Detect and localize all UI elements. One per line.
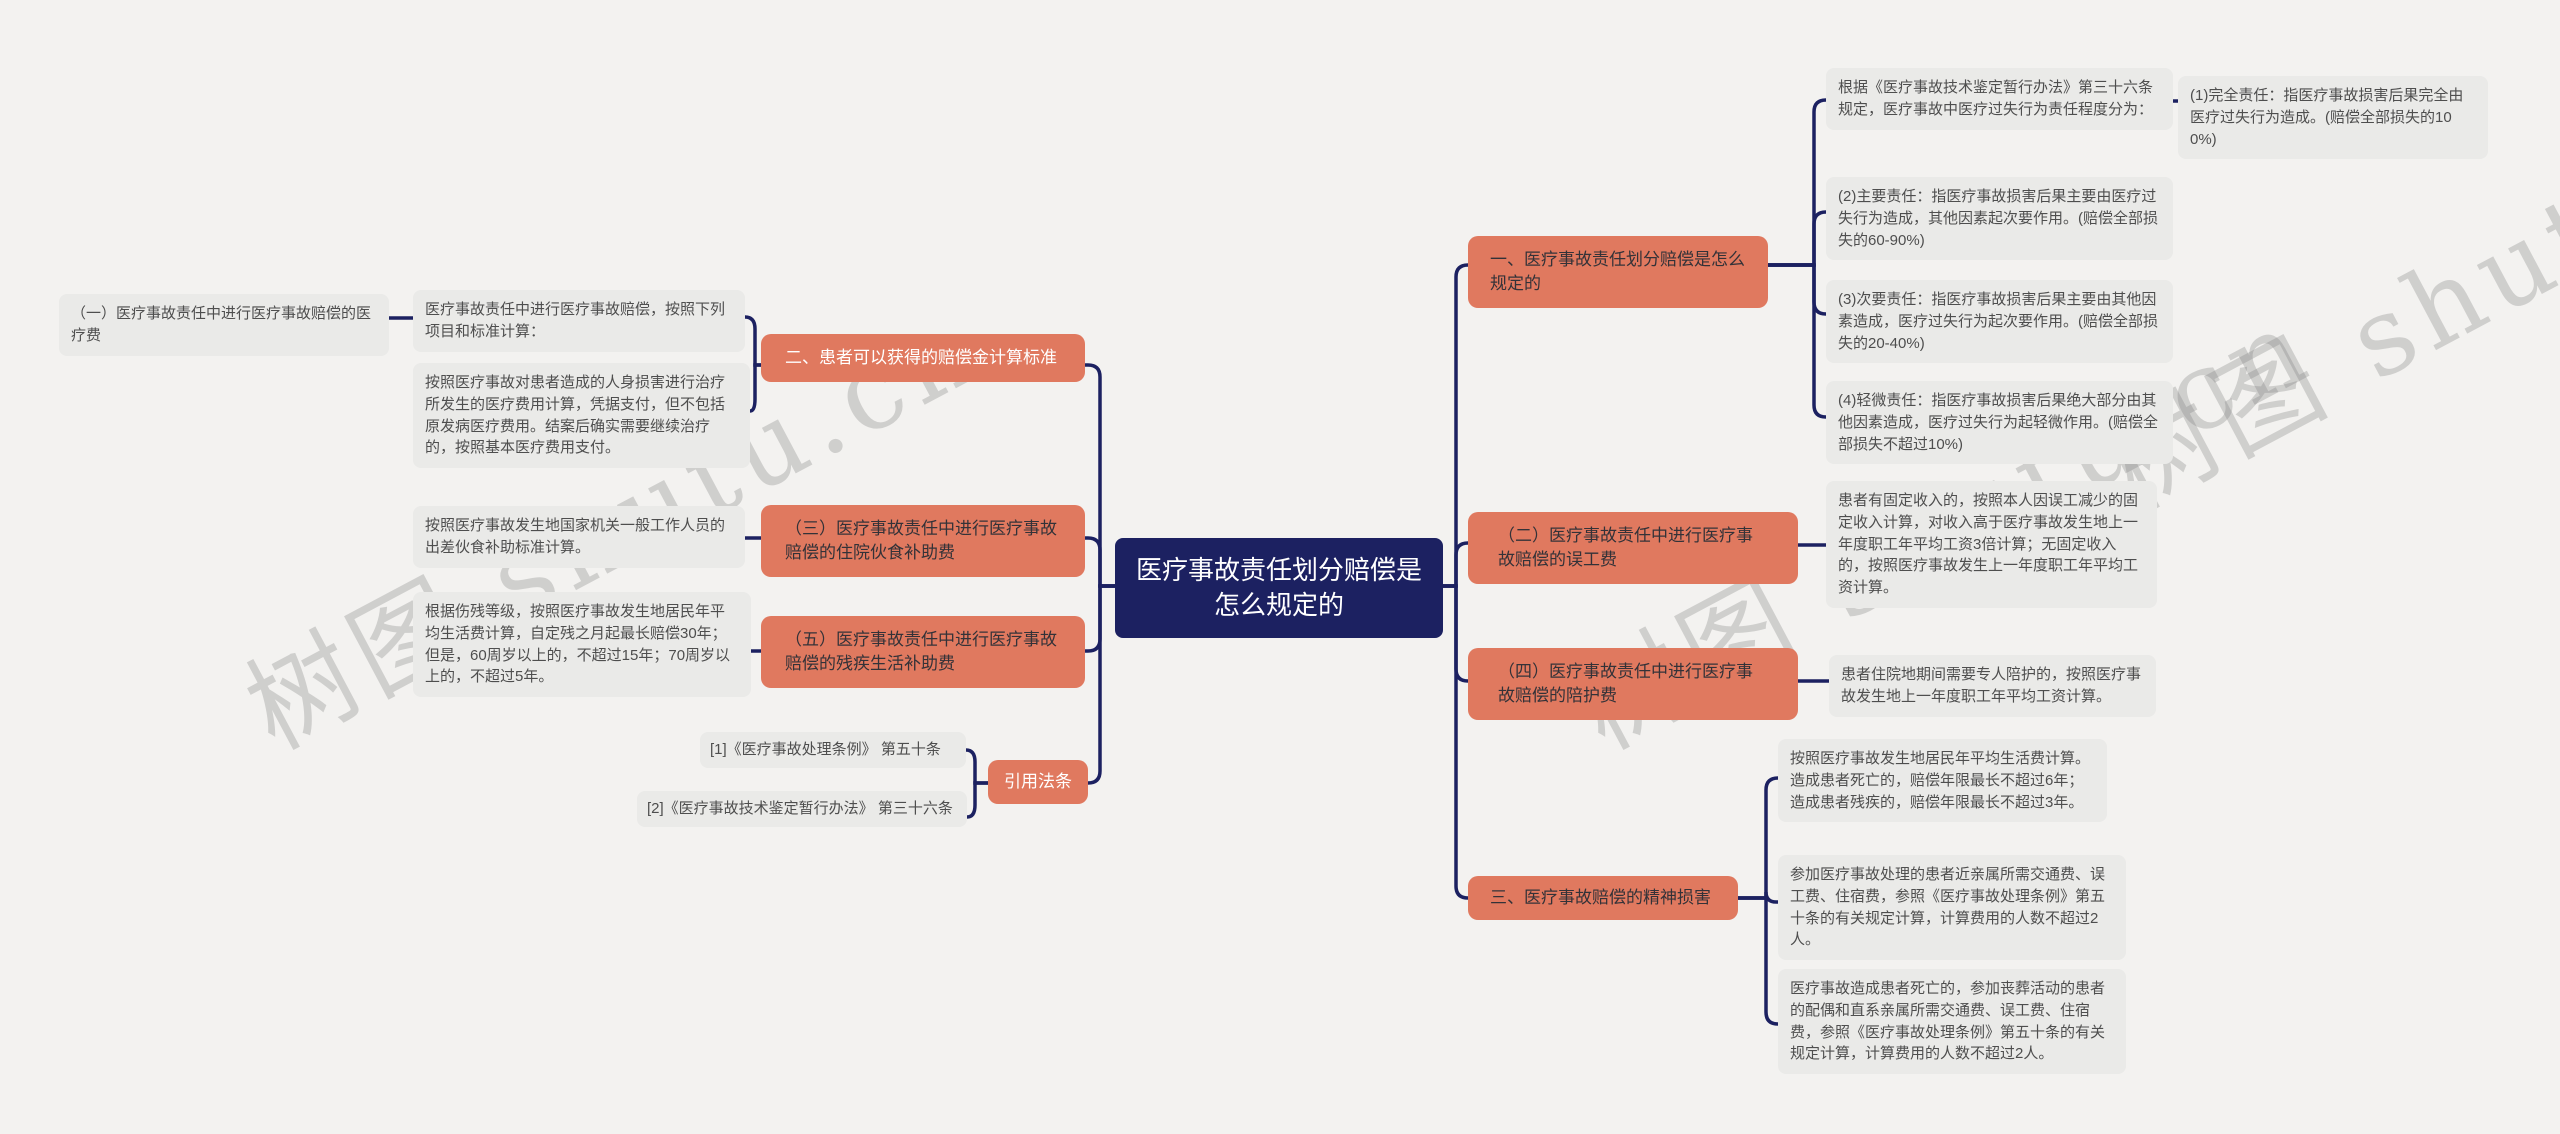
connector (1766, 263, 1828, 419)
node-calc-standard[interactable]: 二、患者可以获得的赔偿金计算标准 (761, 334, 1085, 382)
connector (743, 315, 763, 367)
node-meal-subsidy-desc[interactable]: 按照医疗事故发生地国家机关一般工作人员的出差伙食补助标准计算。 (413, 506, 745, 568)
node-duty-major[interactable]: (2)主要责任：指医疗事故损害后果主要由医疗过失行为造成，其他因素起次要作用。(… (1826, 177, 2173, 261)
node-nursing[interactable]: （四）医疗事故责任中进行医疗事故赔偿的陪护费 (1468, 648, 1798, 720)
connector (1736, 896, 1780, 1026)
node-duty-intro[interactable]: 根据《医疗事故技术鉴定暂行办法》第三十六条规定，医疗事故中医疗过失行为责任程度分… (1826, 68, 2173, 130)
connector (748, 363, 763, 413)
node-mental-desc-funeral[interactable]: 医疗事故造成患者死亡的，参加丧葬活动的患者的配偶和直系亲属所需交通费、误工费、住… (1778, 969, 2126, 1074)
node-duty-minor[interactable]: (4)轻微责任：指医疗事故损害后果绝大部分由其他因素造成，医疗过失行为起轻微作用… (1826, 381, 2173, 465)
connector (1766, 98, 1828, 267)
connector (1441, 584, 1470, 900)
node-nursing-desc[interactable]: 患者住院地期间需要专人陪护的，按照医疗事故发生地上一年度职工年平均工资计算。 (1829, 655, 2156, 717)
node-meal-subsidy[interactable]: （三）医疗事故责任中进行医疗事故赔偿的住院伙食补助费 (761, 505, 1085, 577)
connector (1736, 776, 1780, 900)
connector (964, 748, 990, 785)
node-disability[interactable]: （五）医疗事故责任中进行医疗事故赔偿的残疾生活补助费 (761, 616, 1085, 688)
node-disability-desc[interactable]: 根据伤残等级，按照医疗事故发生地居民年平均生活费计算，自定残之月起最长赔偿30年… (413, 592, 751, 697)
connector (1083, 584, 1117, 785)
node-lost-work[interactable]: （二）医疗事故责任中进行医疗事故赔偿的误工费 (1468, 512, 1798, 584)
node-law-1[interactable]: [1]《医疗事故处理条例》 第五十条 (700, 732, 966, 768)
node-medical-fee-desc[interactable]: 按照医疗事故对患者造成的人身损害进行治疗所发生的医疗费用计算，凭据支付，但不包括… (413, 363, 750, 468)
node-mental-desc-limit[interactable]: 按照医疗事故发生地居民年平均生活费计算。造成患者死亡的，赔偿年限最长不超过6年；… (1778, 739, 2107, 823)
node-mental-damage[interactable]: 三、医疗事故赔偿的精神损害 (1468, 876, 1738, 920)
connector (965, 781, 990, 819)
connector (1736, 891, 1780, 904)
node-root-topic[interactable]: 医疗事故责任划分赔偿是怎么规定的 (1115, 538, 1443, 639)
connector (1441, 541, 1470, 588)
node-lost-work-desc[interactable]: 患者有固定收入的，按照本人因误工减少的固定收入计算，对收入高于医疗事故发生地上一… (1826, 481, 2157, 608)
node-duty-division[interactable]: 一、医疗事故责任划分赔偿是怎么规定的 (1468, 236, 1768, 308)
connector (1083, 536, 1117, 588)
node-law-2[interactable]: [2]《医疗事故技术鉴定暂行办法》 第三十六条 (637, 791, 967, 827)
node-medical-fee[interactable]: （一）医疗事故责任中进行医疗事故赔偿的医疗费 (59, 294, 389, 356)
connector (1083, 363, 1117, 588)
connector (1766, 210, 1828, 267)
node-cited-laws[interactable]: 引用法条 (988, 760, 1088, 804)
node-duty-secondary[interactable]: (3)次要责任：指医疗事故损害后果主要由其他因素造成，医疗过失行为起次要作用。(… (1826, 280, 2173, 364)
node-item-intro[interactable]: 医疗事故责任中进行医疗事故赔偿，按照下列项目和标准计算： (413, 290, 745, 352)
connector (1766, 263, 1828, 316)
connector (1441, 263, 1470, 588)
node-duty-full[interactable]: (1)完全责任：指医疗事故损害后果完全由医疗过失行为造成。(赔偿全部损失的100… (2178, 76, 2488, 160)
node-mental-desc-family[interactable]: 参加医疗事故处理的患者近亲属所需交通费、误工费、住宿费，参照《医疗事故处理条例》… (1778, 855, 2126, 960)
